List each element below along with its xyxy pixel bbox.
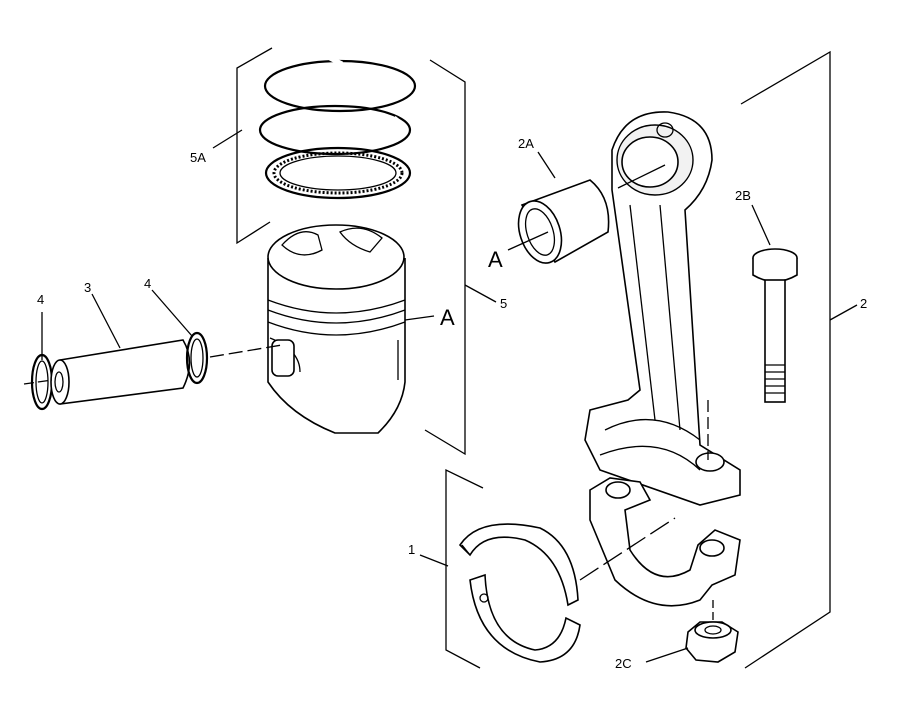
label-5A: 5A — [190, 150, 206, 165]
rod-bore-center-line — [617, 164, 666, 189]
label-2B: 2B — [735, 188, 751, 203]
pin-to-piston-center-line — [209, 344, 283, 358]
leader-2C — [645, 647, 689, 663]
pin-center-line — [23, 379, 53, 385]
retainer-ring-right — [185, 331, 209, 385]
label-2C: 2C — [615, 656, 632, 671]
leader-3 — [91, 293, 121, 349]
rod-nut — [685, 621, 739, 663]
label-1: 1 — [408, 542, 415, 557]
bearing-shell-lower — [469, 573, 581, 663]
bearing-group-bracket — [419, 468, 484, 669]
leader-4-right — [151, 289, 193, 337]
label-3: 3 — [84, 280, 91, 295]
label-A-piston: A — [440, 305, 455, 330]
piston-pin — [50, 339, 191, 405]
leader-2A — [537, 151, 556, 179]
leader-A-piston — [404, 315, 435, 321]
piston — [267, 224, 406, 434]
label-5: 5 — [500, 296, 507, 311]
piston-group-bracket — [236, 47, 497, 456]
rod-group-bracket — [740, 50, 858, 669]
piston-rings — [258, 55, 417, 200]
rod-bushing — [517, 179, 610, 264]
leader-2B — [751, 204, 771, 246]
connecting-rod-cap — [589, 477, 741, 607]
connecting-rod — [584, 111, 741, 506]
leader-A-bushing — [507, 231, 549, 251]
label-4-right: 4 — [144, 276, 151, 291]
label-4-left: 4 — [37, 292, 44, 307]
label-A-bushing: A — [488, 247, 503, 272]
label-2: 2 — [860, 296, 867, 311]
bearing-shell-upper — [458, 523, 579, 607]
leader-5A — [212, 129, 243, 149]
cap-center-line — [579, 517, 676, 581]
rod-bolt — [752, 248, 798, 403]
label-2A: 2A — [518, 136, 534, 151]
